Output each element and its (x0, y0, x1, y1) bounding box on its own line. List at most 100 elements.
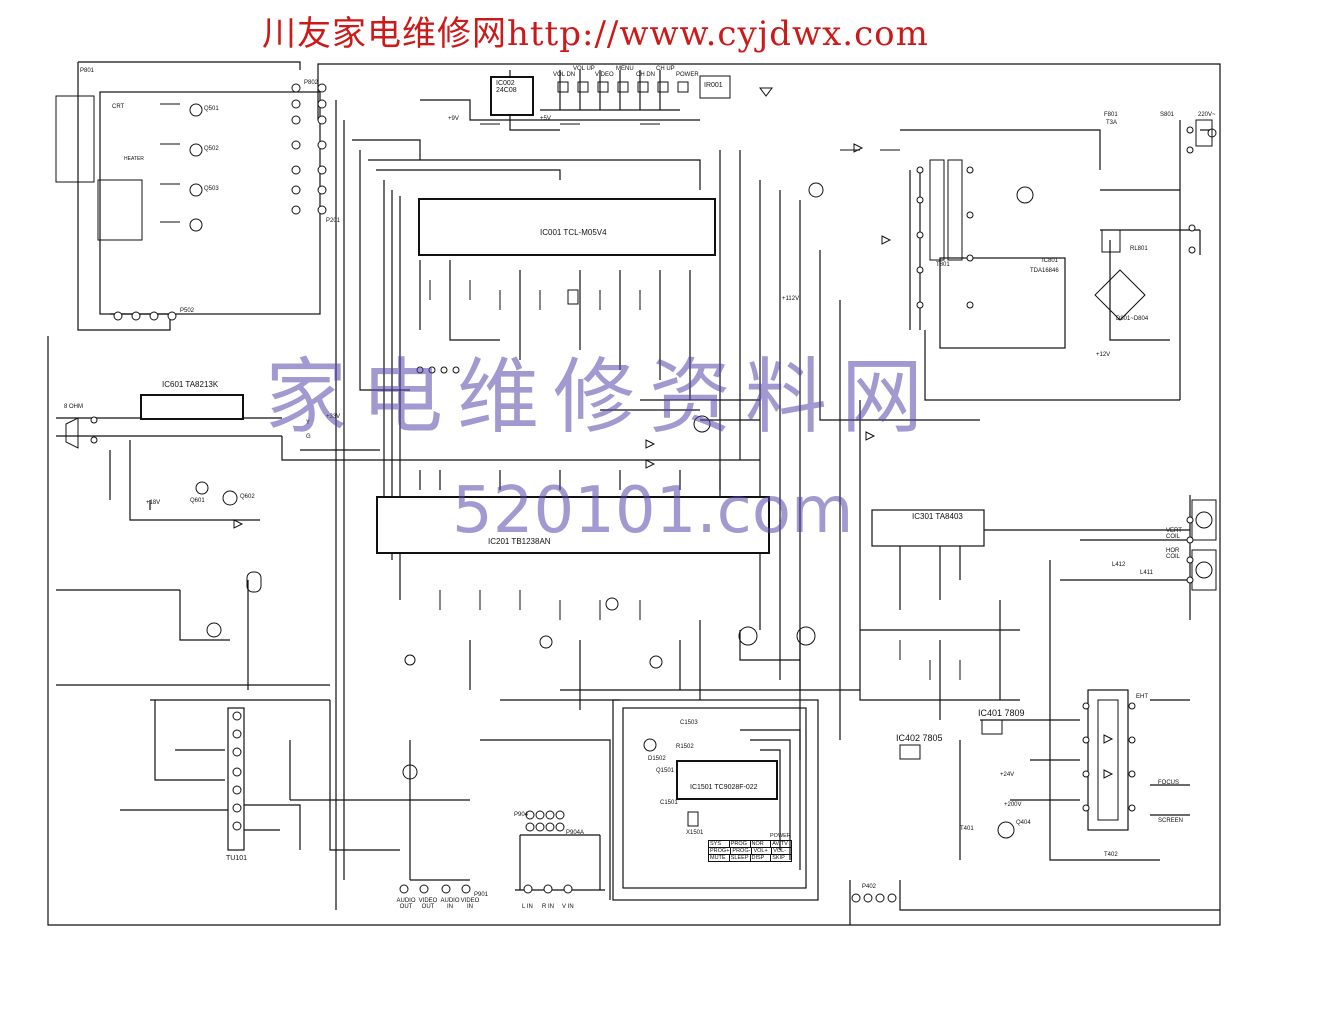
frame-left-top (78, 61, 301, 70)
matrix-cell: PROG- (732, 848, 753, 854)
ic301-label: IC301 TA8403 (912, 512, 963, 521)
t401-label: T401 (960, 826, 974, 832)
ref-x1501: X1501 (686, 830, 704, 836)
ref-r1502: R1502 (676, 744, 694, 750)
rail-12v: +12V (1096, 352, 1111, 358)
focus-label: FOCUS (1158, 780, 1179, 786)
ic1501-chip (676, 760, 778, 800)
ref-q1501: Q1501 (656, 768, 675, 774)
ref-l411: L411 (1140, 570, 1153, 576)
hor-coil-label: HOR COIL (1166, 548, 1181, 560)
rail-33v: +33V (326, 414, 341, 420)
fuse-rating: T3A (1106, 120, 1118, 126)
matrix-row: PROG+ PROG- VOL+ VOL- (708, 847, 792, 854)
ref-sw-y: Y (306, 420, 311, 426)
ref-d801: D801~D804 (1116, 316, 1149, 322)
ref-q503: Q503 (204, 186, 219, 192)
matrix-cell: SLEEP (730, 855, 751, 861)
heater-label: HEATER (124, 156, 144, 162)
ic402-label: IC402 7805 (896, 733, 943, 743)
site-header-title[interactable]: 川友家电维修网http://www.cyjdwx.com (262, 14, 929, 54)
ir001-label: IR001 (704, 82, 723, 89)
key-ch-dn: CH DN (636, 72, 655, 78)
p904a-label: P904A (566, 830, 585, 836)
ref-t801: T801 (936, 262, 950, 268)
rail-9v: +9V (448, 116, 459, 122)
matrix-cell: VOL+ (752, 848, 773, 854)
matrix-cell: PROG+ (710, 848, 732, 854)
ic201-chip (376, 496, 770, 554)
crt-label: CRT (112, 104, 125, 110)
key-menu: MENU (616, 66, 634, 72)
ref-c1501: C1501 (660, 800, 678, 806)
ref-sw-g: G (306, 434, 311, 440)
ref-q601: Q601 (190, 498, 205, 504)
tuner-outline (227, 707, 245, 851)
matrix-cell: VOL- (773, 848, 787, 854)
switch-label: S801 (1160, 112, 1175, 118)
flyback-outline (1087, 689, 1129, 831)
matrix-cell: SYS (709, 841, 730, 847)
matrix-row: SYS PROG NOR AV/TV (708, 840, 792, 847)
ic001-chip (418, 198, 716, 256)
p502-label: P502 (180, 308, 195, 314)
t402-label: T402 (1104, 852, 1118, 858)
frame-outer (47, 63, 1221, 926)
fuse-label: F801 (1104, 112, 1118, 118)
screen-label: SCREEN (1158, 818, 1184, 824)
ic002-chip (490, 76, 534, 116)
ref-q501: Q501 (204, 106, 219, 112)
key-vol-dn: VOL DN (553, 72, 576, 78)
crt-board (99, 91, 321, 315)
mains-input-label: 220V~ (1198, 112, 1216, 118)
jack-l-in: L IN (522, 904, 533, 910)
matrix-power-label: POWER (770, 833, 791, 839)
ic601-chip (140, 394, 244, 420)
jack-video-out: VIDEO OUT (418, 898, 438, 910)
jack-audio-in: AUDIO IN (440, 898, 460, 910)
rail-200v: +200V (1004, 802, 1022, 808)
ref-c1503: C1503 (680, 720, 698, 726)
ref-q502: Q502 (204, 146, 219, 152)
ref-tda: TDA16846 (1030, 268, 1059, 274)
matrix-cell: MUTE (709, 855, 730, 861)
ref-q404: Q404 (1016, 820, 1031, 826)
ic601-label: IC601 TA8213K (162, 380, 219, 389)
key-power: POWER (676, 72, 699, 78)
p901-label: P901 (474, 892, 489, 898)
matrix-row: MUTE SLEEP DISP SKIP (708, 854, 792, 862)
jack-r-in: R IN (542, 904, 554, 910)
key-video: VIDEO (595, 72, 614, 78)
p802-label: P802 (304, 80, 319, 86)
rail-b-plus: +112V (782, 296, 800, 302)
ic1501-label: IC1501 TC9028F-022 (690, 784, 758, 791)
tuner-label: TU101 (226, 855, 248, 862)
keypad-board (622, 707, 807, 889)
ref-l412: L412 (1112, 562, 1126, 568)
p201-label: P201 (326, 218, 341, 224)
rail-24v: +24V (1000, 772, 1015, 778)
ref-ic801: IC801 (1042, 258, 1059, 264)
speaker-label: 8 OHM (64, 404, 84, 410)
matrix-cell: DISP (751, 855, 772, 861)
ic201-label: IC201 TB1238AN (488, 537, 551, 546)
p904-label: P904 (514, 812, 529, 818)
jack-video-in: VIDEO IN (460, 898, 480, 910)
watermark-url: 520101.com (452, 474, 854, 548)
rail-5v: +5V (540, 116, 551, 122)
ref-rl801: RL801 (1130, 246, 1148, 252)
psu-box (939, 257, 1066, 349)
ic002-label: IC002 24C08 (496, 80, 517, 94)
vert-coil-label: VERT COIL (1166, 528, 1182, 540)
rail-18v: +18V (146, 500, 161, 506)
keypad-matrix: SYS PROG NOR AV/TV PROG+ PROG- VOL+ VOL-… (708, 840, 792, 862)
matrix-cell: NOR (751, 841, 772, 847)
ic001-label: IC001 TCL-M05V4 (540, 228, 607, 237)
matrix-cell: AV/TV (772, 841, 788, 847)
ref-q602: Q602 (240, 494, 255, 500)
jack-v-in: V IN (562, 904, 574, 910)
key-vol-up: VOL UP (573, 66, 595, 72)
p801-label: P801 (80, 68, 95, 74)
